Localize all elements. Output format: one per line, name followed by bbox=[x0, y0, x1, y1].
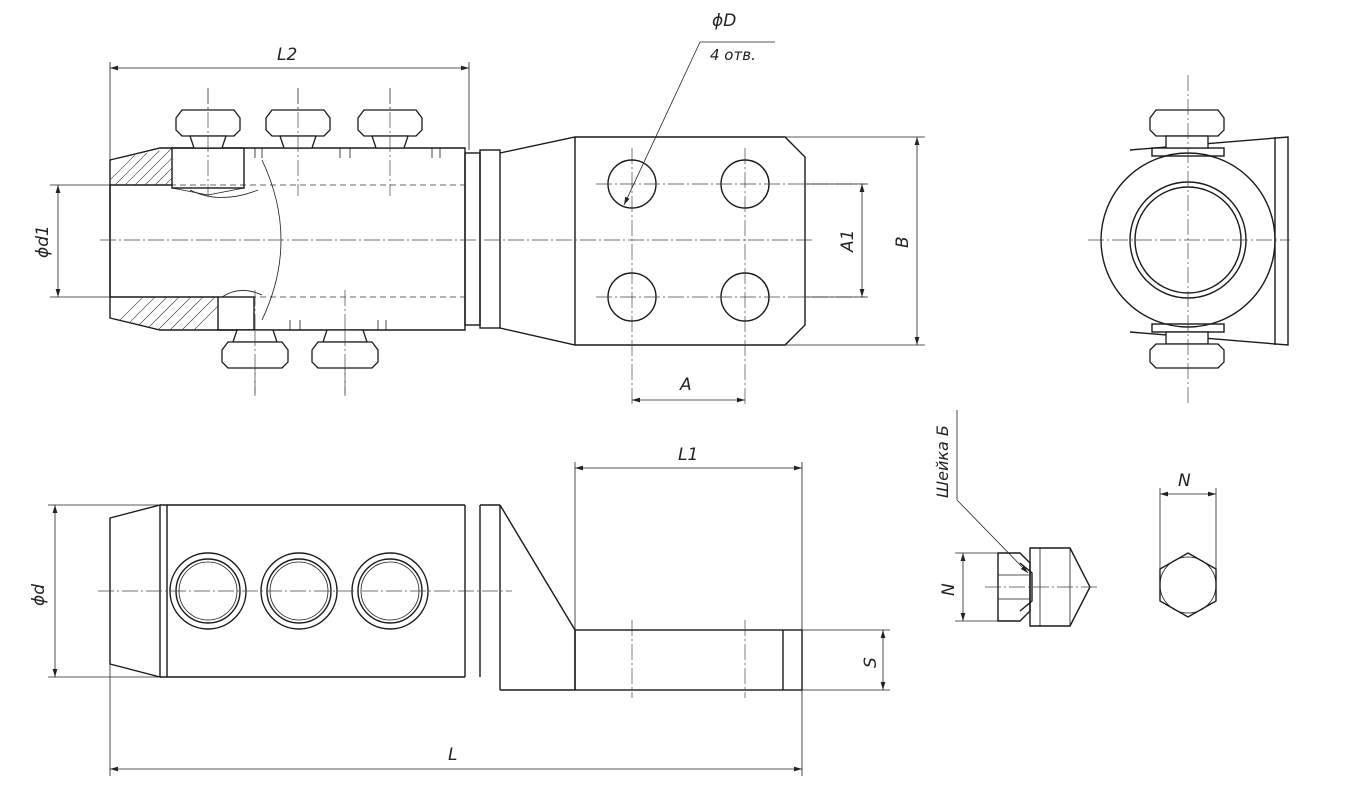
top-view bbox=[100, 88, 865, 405]
dim-label-N-side: N bbox=[939, 583, 959, 596]
label-phiD: ϕD bbox=[712, 11, 736, 31]
hex-nut-view: N bbox=[1159, 471, 1217, 618]
end-view bbox=[1088, 75, 1290, 405]
dim-label-phid: ϕd bbox=[29, 584, 49, 606]
dim-label-A: A bbox=[679, 375, 692, 395]
dim-label-A1: A1 bbox=[838, 230, 858, 253]
dim-label-S: S bbox=[861, 657, 881, 668]
dim-label-L: L bbox=[448, 745, 457, 765]
side-view bbox=[98, 504, 803, 698]
dim-label-phid1: ϕd1 bbox=[33, 225, 53, 258]
dim-label-L1: L1 bbox=[678, 445, 698, 465]
end-bolt-top bbox=[1149, 109, 1225, 149]
dim-label-N-top: N bbox=[1178, 471, 1191, 491]
label-holes: 4 отв. bbox=[710, 46, 756, 64]
top-view-dimensions: L2 ϕd1 A1 B A ϕD 4 отв. bbox=[33, 11, 925, 403]
dim-label-B: B bbox=[893, 236, 913, 248]
end-bolt-bottom bbox=[1149, 331, 1225, 369]
bolt-detail: N Шейка Б bbox=[933, 410, 1100, 627]
side-view-dimensions: L1 ϕd S L bbox=[29, 445, 890, 776]
label-sheika: Шейка Б bbox=[933, 425, 952, 498]
dim-label-L2: L2 bbox=[277, 45, 297, 65]
